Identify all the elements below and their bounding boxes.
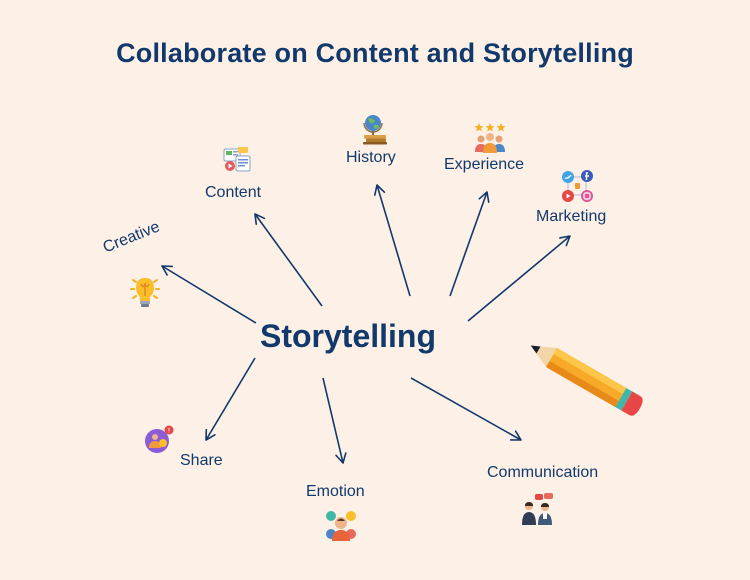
experience-icon bbox=[474, 123, 506, 153]
history-icon bbox=[363, 115, 387, 145]
arrow-emotion bbox=[322, 377, 347, 464]
node-share: Share bbox=[180, 452, 223, 469]
share-icon: ! bbox=[145, 425, 174, 453]
node-content: Content bbox=[205, 184, 262, 201]
pencil-icon bbox=[530, 345, 643, 416]
node-history: History bbox=[346, 149, 396, 166]
communication-icon bbox=[522, 493, 553, 525]
arrow-share bbox=[205, 357, 256, 441]
emotion-icon bbox=[326, 511, 356, 541]
content-icon bbox=[223, 147, 251, 172]
central-node-storytelling: Storytelling bbox=[260, 318, 437, 354]
node-experience: Experience bbox=[444, 156, 525, 173]
arrow-content bbox=[254, 213, 323, 307]
arrow-marketing bbox=[467, 235, 571, 322]
node-marketing: Marketing bbox=[536, 208, 607, 225]
node-emotion: Emotion bbox=[306, 483, 365, 500]
node-communication: Communication bbox=[487, 464, 599, 481]
lightbulb-icon bbox=[130, 278, 160, 307]
svg-text:!: ! bbox=[168, 429, 170, 435]
arrow-history bbox=[373, 184, 411, 297]
arrow-communication bbox=[410, 377, 522, 441]
diagram-title: Collaborate on Content and Storytelling bbox=[116, 38, 634, 68]
arrow-experience bbox=[449, 191, 490, 297]
marketing-icon bbox=[562, 170, 593, 202]
arrow-creative bbox=[161, 265, 257, 324]
